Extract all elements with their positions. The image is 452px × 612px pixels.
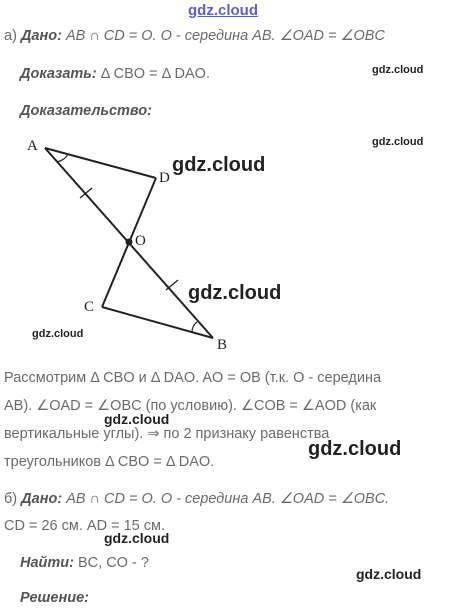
solution-label: Решение: xyxy=(20,590,90,606)
watermark: gdz.cloud xyxy=(104,411,170,427)
watermark: gdz.cloud xyxy=(32,328,84,340)
watermark: gdz.cloud xyxy=(356,566,422,582)
segment-ad xyxy=(44,147,157,179)
given-label: Дано: xyxy=(20,28,62,44)
angle-arc-a xyxy=(56,153,69,163)
label-c: C xyxy=(84,299,94,315)
given-text: AB ∩ CD = O. O - середина AB. ∠OAD = ∠OB… xyxy=(66,491,390,507)
watermark: gdz.cloud xyxy=(188,282,282,304)
point-o xyxy=(125,238,133,246)
prove-line: Доказать: Δ CBO = Δ DAO. xyxy=(20,65,210,83)
find-label: Найти: xyxy=(20,555,74,571)
label-o: O xyxy=(135,233,146,249)
watermark: gdz.cloud xyxy=(308,438,402,460)
find-line: Найти: BC, CO - ? xyxy=(20,554,149,572)
prove-label: Доказать: xyxy=(20,66,97,82)
part-a-given-line: а) Дано: AB ∩ CD = O. O - середина AB. ∠… xyxy=(4,27,385,45)
segment-cb xyxy=(101,306,214,339)
label-d: D xyxy=(159,170,170,186)
triangle-figure: A D O C B xyxy=(27,138,227,353)
watermark: gdz.cloud xyxy=(104,530,170,546)
angle-arc-b xyxy=(191,321,198,333)
solution-line: AB). ∠OAD = ∠OBC (по условию). ∠COB = ∠A… xyxy=(4,398,377,414)
part-a-label: а) xyxy=(4,28,17,44)
part-b-given-line: б) Дано: AB ∩ CD = O. O - середина AB. ∠… xyxy=(4,490,389,508)
watermark: gdz.cloud xyxy=(172,154,266,176)
solution-line: треугольников Δ CBO = Δ DAO. xyxy=(4,454,215,470)
label-b: B xyxy=(217,337,227,353)
part-b-label: б) xyxy=(4,491,18,507)
watermark-top[interactable]: gdz.cloud xyxy=(188,2,258,19)
given-line-2: CD = 26 см. AD = 15 см. xyxy=(4,518,165,534)
tick-mark-ob xyxy=(165,279,179,291)
find-text: BC, CO - ? xyxy=(78,555,149,571)
solution-line: Рассмотрим Δ CBO и Δ DAO. AO = OB (т.к. … xyxy=(4,370,382,386)
prove-text: Δ CBO = Δ DAO. xyxy=(100,66,210,82)
proof-label: Доказательство: xyxy=(20,103,152,119)
watermark: gdz.cloud xyxy=(372,64,424,76)
watermark: gdz.cloud xyxy=(372,136,424,148)
given-label: Дано: xyxy=(21,491,63,507)
given-text: AB ∩ CD = O. O - середина AB. ∠OAD = ∠OB… xyxy=(65,28,385,44)
solution-line: вертикальные углы). ⇒ по 2 признаку раве… xyxy=(4,426,330,442)
label-a: A xyxy=(27,138,38,154)
tick-mark-ao xyxy=(79,187,93,199)
